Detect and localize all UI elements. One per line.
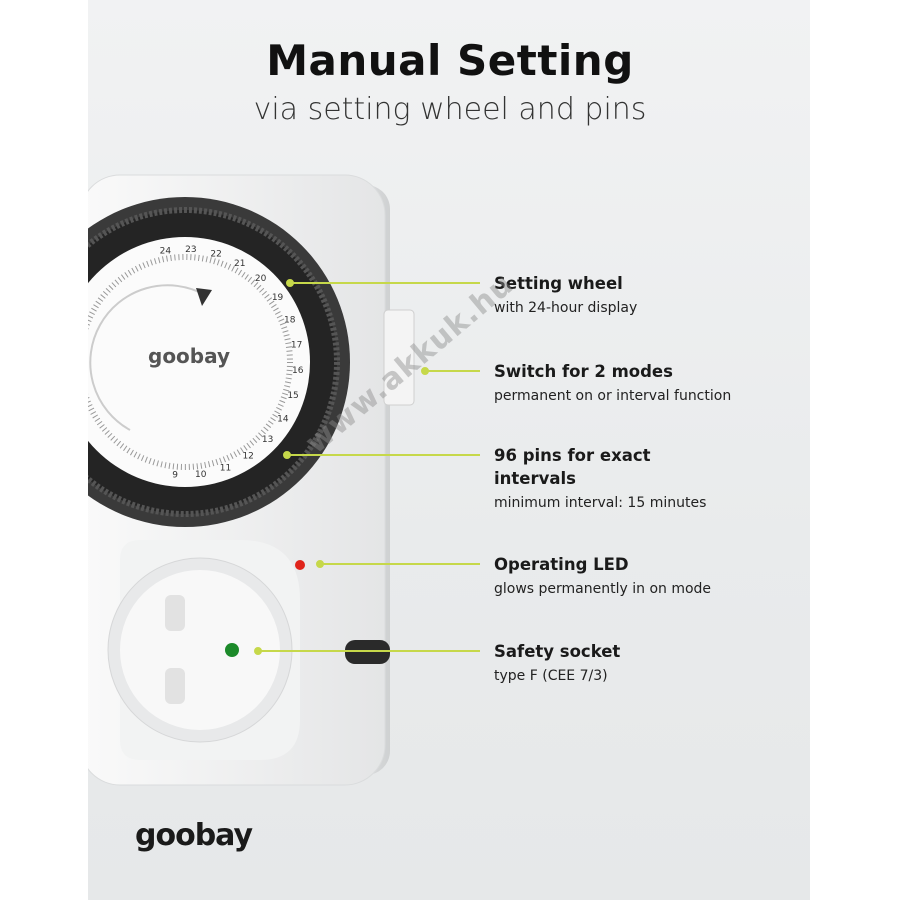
callout-lines <box>254 279 480 655</box>
mode-switch <box>383 309 415 406</box>
callout-detail: minimum interval: 15 minutes <box>494 495 707 511</box>
dial-number: 10 <box>195 470 207 480</box>
callout-heading: Operating LED <box>494 555 629 574</box>
callout-heading: 96 pins for exact intervals <box>494 446 651 488</box>
dial-number: 18 <box>284 316 296 326</box>
page-subtitle: via setting wheel and pins <box>253 92 647 127</box>
dial-number: 9 <box>172 471 178 481</box>
dial-number: 13 <box>262 435 273 445</box>
callout-detail: with 24-hour display <box>494 300 638 316</box>
callout-heading: Switch for 2 modes <box>494 362 673 381</box>
dial-logo: goobay <box>148 344 230 368</box>
dial-number: 23 <box>185 245 196 255</box>
callout-led: Operating LED glows permanently in on mo… <box>494 553 794 600</box>
dial-number: 20 <box>255 274 267 284</box>
callout-detail: permanent on or interval function <box>494 388 732 404</box>
dial-number: 24 <box>160 247 172 257</box>
brand-logo: goobay <box>135 818 253 854</box>
dial-number: 22 <box>210 249 221 259</box>
dial-number: 15 <box>287 391 298 401</box>
callout-pins: 96 pins for exact intervals minimum inte… <box>494 444 706 514</box>
callout-detail: glows permanently in on mode <box>494 581 712 597</box>
dial-number: 21 <box>234 259 245 269</box>
callout-heading: Setting wheel <box>494 274 623 293</box>
page-title: Manual Setting <box>266 36 634 85</box>
socket-indicator <box>225 643 239 657</box>
dial-number: 14 <box>277 415 289 425</box>
callout-mode-switch: Switch for 2 modes permanent on or inter… <box>494 360 794 407</box>
dial-number: 16 <box>292 366 304 376</box>
dial-number: 17 <box>291 340 302 350</box>
callout-setting-wheel: Setting wheel with 24-hour display <box>494 272 794 319</box>
setting-wheel <box>88 237 310 487</box>
dial-number: 11 <box>220 463 231 473</box>
callout-detail: type F (CEE 7/3) <box>494 668 608 684</box>
operating-led <box>295 560 305 570</box>
callout-heading: Safety socket <box>494 642 621 661</box>
callout-socket: Safety socket type F (CEE 7/3) <box>494 640 794 687</box>
dial-number: 19 <box>272 293 284 303</box>
dial-number: 12 <box>242 452 253 462</box>
